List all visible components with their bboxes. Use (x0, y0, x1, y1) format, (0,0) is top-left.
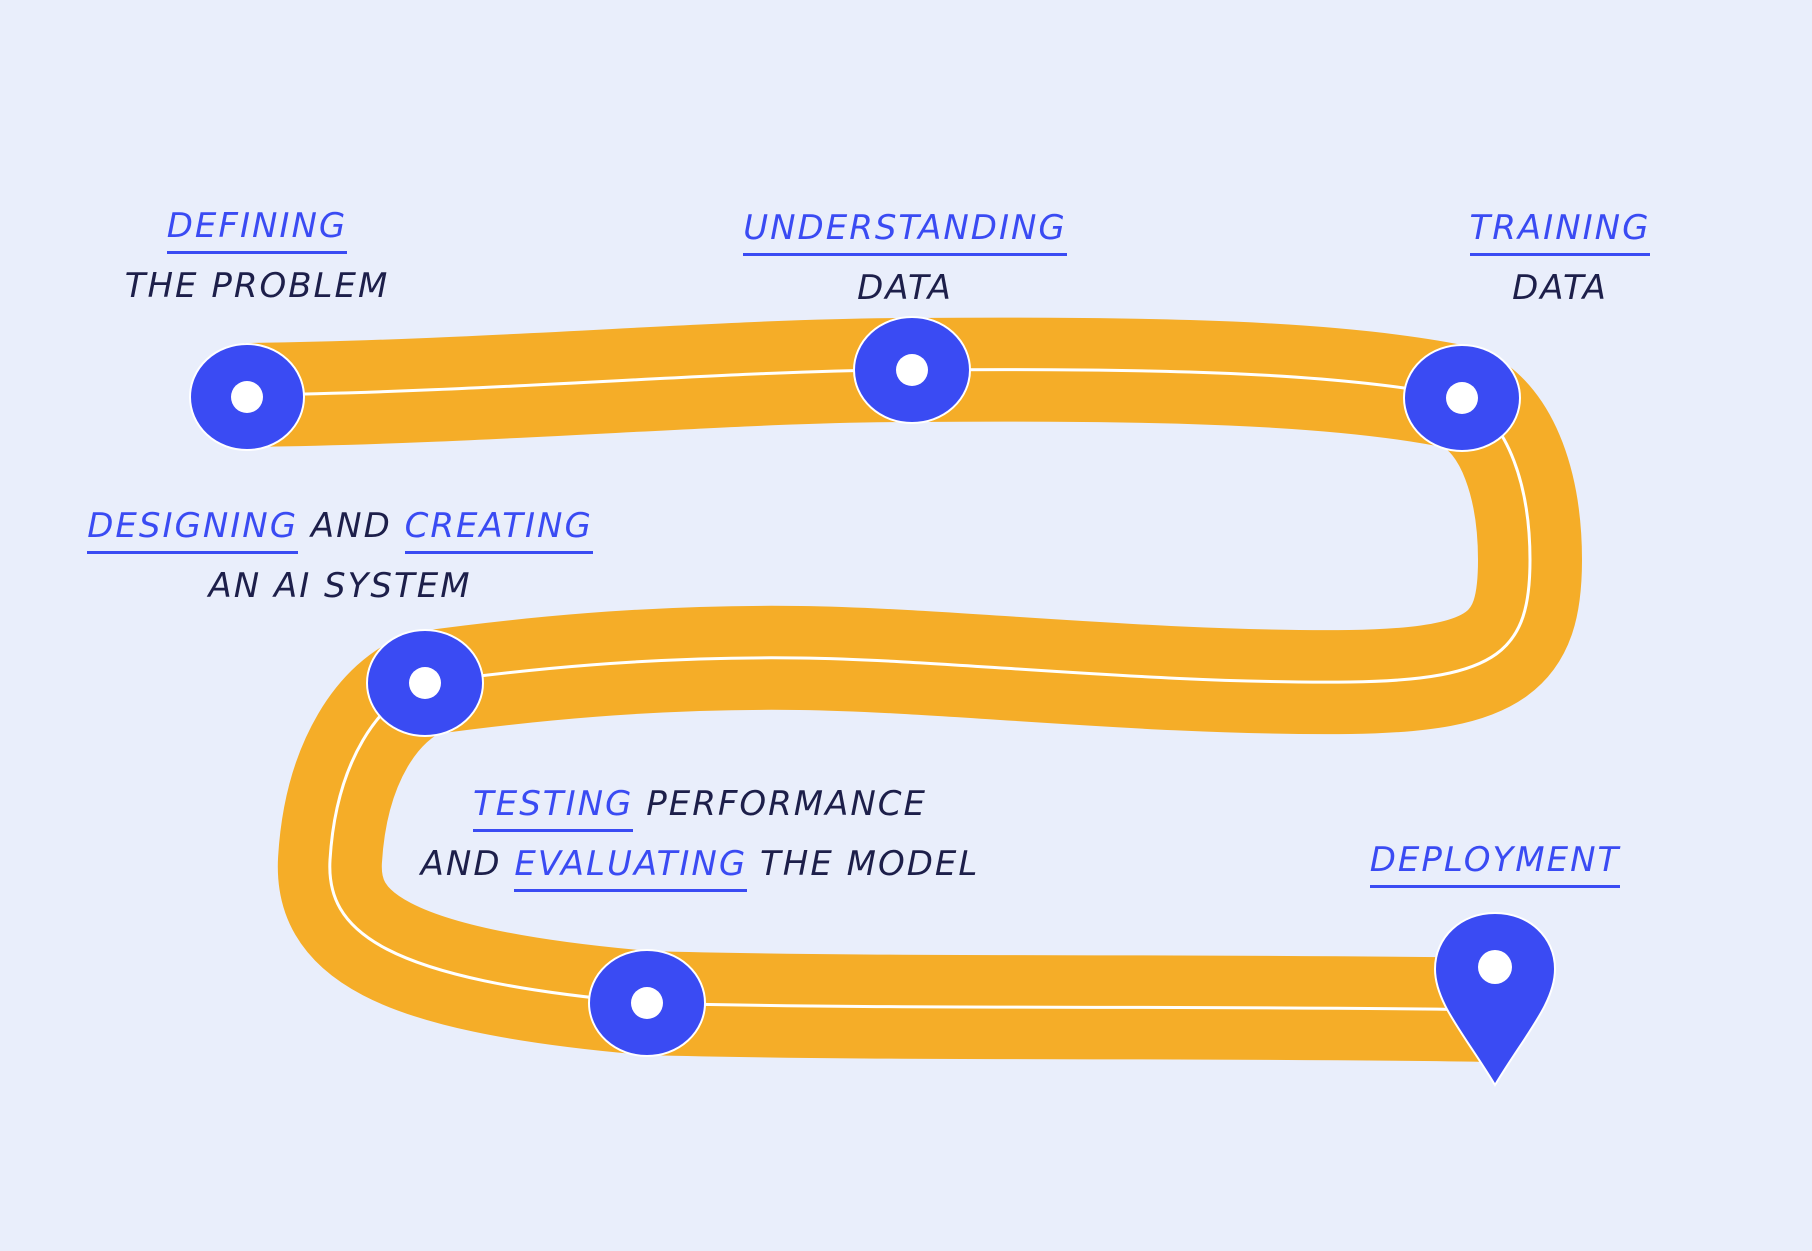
marker-dot (409, 667, 441, 699)
step-text: and (420, 844, 502, 884)
step-highlight: evaluating (514, 839, 748, 892)
step-highlight: Training (1469, 203, 1651, 256)
step-text: performance (646, 784, 928, 824)
location-pin-icon (1433, 911, 1557, 1087)
step-label-training: Training data (1420, 198, 1700, 318)
step-text: and (310, 506, 392, 546)
marker-dot (1478, 950, 1512, 984)
step-text: data (1512, 268, 1608, 308)
step-highlight: Defining (166, 201, 348, 254)
step-text: data (857, 268, 953, 308)
step-marker-defining (189, 343, 305, 451)
marker-dot (231, 381, 263, 413)
step-highlight: Deployment (1369, 835, 1621, 888)
roadmap-center-line (244, 368, 1532, 1012)
marker-dot (631, 987, 663, 1019)
step-marker-deployment (1433, 911, 1557, 1087)
step-marker-training (1403, 344, 1521, 452)
marker-dot (1446, 382, 1478, 414)
step-text: the problem (124, 266, 390, 306)
step-text: an AI system (208, 566, 472, 606)
step-label-testing: Testing performance and evaluating the m… (410, 774, 990, 894)
step-marker-understanding (853, 316, 971, 424)
step-highlight: Designing (87, 501, 299, 554)
step-label-deployment: Deployment (1340, 830, 1650, 890)
step-marker-testing (588, 949, 706, 1057)
step-label-designing: Designing and creating an AI system (60, 496, 620, 616)
step-highlight: Understanding (743, 203, 1067, 256)
step-highlight: Testing (472, 779, 634, 832)
step-highlight: creating (404, 501, 593, 554)
marker-dot (896, 354, 928, 386)
step-label-understanding: Understanding data (730, 198, 1080, 318)
step-label-defining: Defining the problem (112, 196, 402, 316)
step-text: the model (760, 844, 980, 884)
step-marker-designing (366, 629, 484, 737)
